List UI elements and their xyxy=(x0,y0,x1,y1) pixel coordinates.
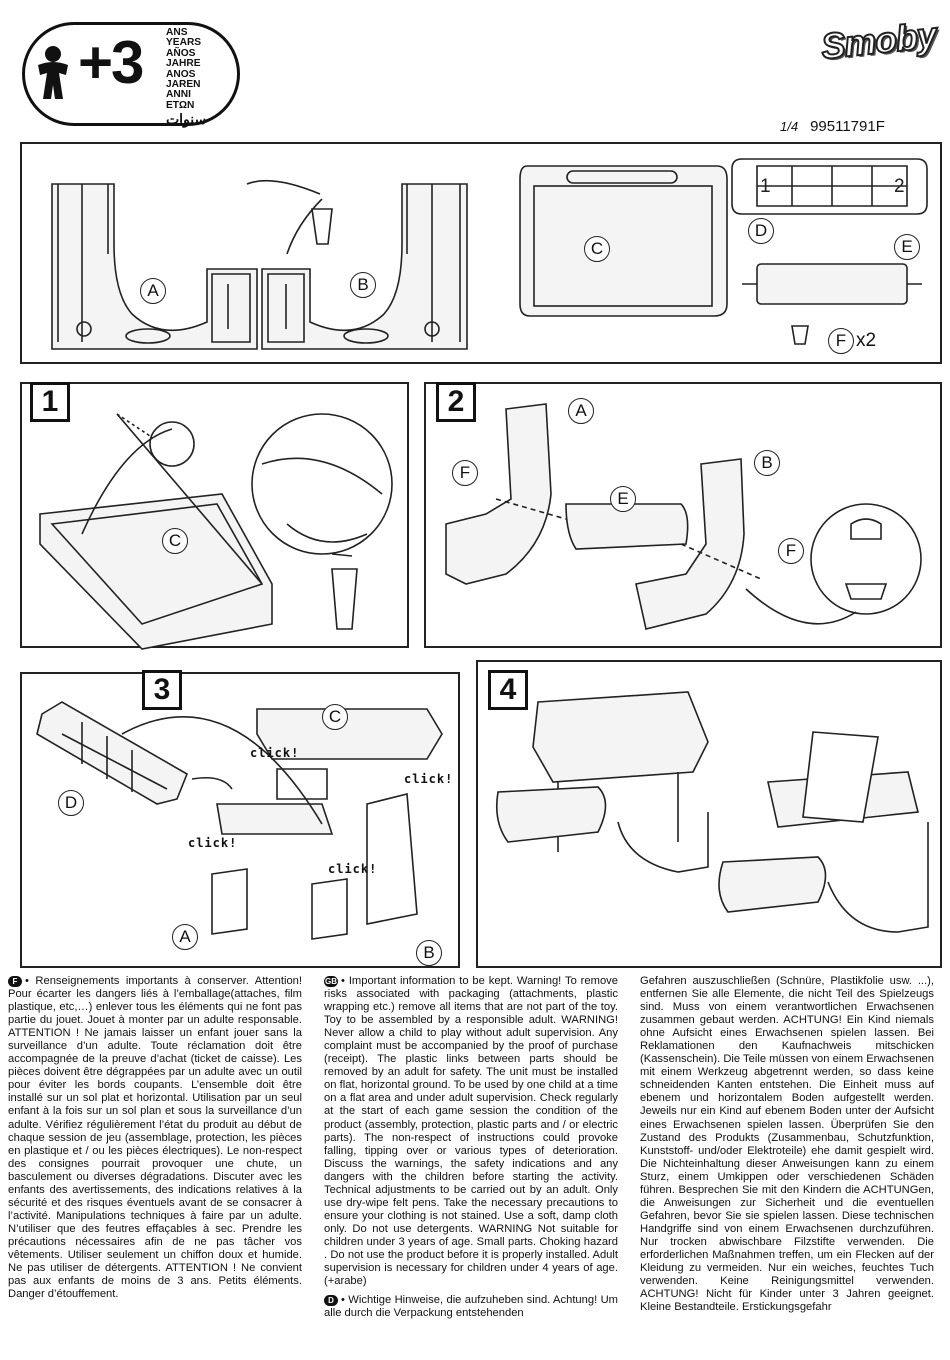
step-3-badge: 3 xyxy=(142,670,182,710)
step-1-drawing xyxy=(39,413,393,650)
safety-text-gb: • Important information to be kept. Warn… xyxy=(324,975,618,1288)
part-label-a: A xyxy=(140,278,166,304)
shelf-number-1: 1 xyxy=(760,176,771,197)
part-f-quantity: x2 xyxy=(856,330,877,351)
step-3-panel: 3 C D A B click! click! click! click! xyxy=(20,670,460,968)
step-4-drawing xyxy=(495,691,929,933)
age-word: سنوات xyxy=(166,111,207,128)
step-2-badge: 2 xyxy=(436,382,476,422)
step-3-label-d: D xyxy=(58,790,84,816)
step-2-label-e: E xyxy=(610,486,636,512)
child-silhouette-icon xyxy=(38,46,68,99)
part-label-f: F xyxy=(828,328,854,354)
parts-drawing: 1 2 xyxy=(51,158,928,350)
step-2-label-f-left: F xyxy=(452,460,478,486)
step-3-label-c: C xyxy=(322,704,348,730)
language-badge-gb: GB xyxy=(324,976,338,987)
text-column-d-cont: Gefahren auszuschließen (Schnüre, Plasti… xyxy=(640,975,934,1314)
age-badge xyxy=(22,22,240,126)
step-3-label-a: A xyxy=(172,924,198,950)
document-reference: 1/4 99511791F xyxy=(780,118,885,135)
click-label-3: click! xyxy=(188,836,238,850)
shelf-number-2: 2 xyxy=(894,176,905,197)
age-word: ΕΤΩΝ xyxy=(166,99,195,111)
step-3-drawing xyxy=(36,701,443,940)
click-label-2: click! xyxy=(404,772,454,786)
age-word: ANNI xyxy=(166,89,191,101)
language-badge-d: D xyxy=(324,1295,338,1307)
safety-text-d-continued: Gefahren auszuschließen (Schnüre, Plasti… xyxy=(640,975,934,1314)
language-badge-fr: F xyxy=(8,976,22,987)
step-4-panel: 4 xyxy=(476,660,942,968)
step-1-badge: 1 xyxy=(30,382,70,422)
safety-text-fr: • Renseignements importants à conserver.… xyxy=(8,975,302,1301)
page-number: 1/4 xyxy=(780,119,799,134)
age-word: JAHRE xyxy=(166,58,201,70)
age-word: ANOS xyxy=(166,68,196,80)
age-word: AÑOS xyxy=(166,47,196,59)
safety-text-d-start: • Wichtige Hinweise, die aufzuheben sind… xyxy=(324,1294,618,1320)
step-3-label-b: B xyxy=(416,940,442,966)
step-2-label-b: B xyxy=(754,450,780,476)
age-word: YEARS xyxy=(166,37,202,49)
reference-code: 99511791F xyxy=(810,118,885,135)
age-word: ANS xyxy=(166,27,188,38)
text-column-fr: F• Renseignements importants à conserver… xyxy=(8,975,302,1301)
part-label-b: B xyxy=(350,272,376,298)
part-label-d: D xyxy=(748,218,774,244)
step-2-label-f-right: F xyxy=(778,538,804,564)
part-label-c: C xyxy=(584,236,610,262)
age-number: +3 xyxy=(78,29,144,96)
text-column-gb-d: GB• Important information to be kept. Wa… xyxy=(324,975,618,1320)
age-languages: ANS YEARS AÑOS JAHRE ANOS JAREN ANNI ΕΤΩ… xyxy=(166,27,207,128)
step-1-panel: 1 C xyxy=(20,382,409,650)
brand-logo: Smoby xyxy=(818,13,939,68)
step-2-panel: 2 A B E F F xyxy=(424,382,942,648)
click-label-4: click! xyxy=(328,862,378,876)
shelf-numbers: 1 2 xyxy=(760,176,905,197)
click-label-1: click! xyxy=(250,746,300,760)
parts-panel: 1 2 A B C D E F x2 xyxy=(20,142,942,364)
step-2-drawing xyxy=(445,403,922,630)
part-label-e: E xyxy=(894,234,920,260)
age-word: JAREN xyxy=(166,79,201,91)
step-1-label-c: C xyxy=(162,528,188,554)
step-4-badge: 4 xyxy=(488,670,528,710)
step-2-label-a: A xyxy=(568,398,594,424)
